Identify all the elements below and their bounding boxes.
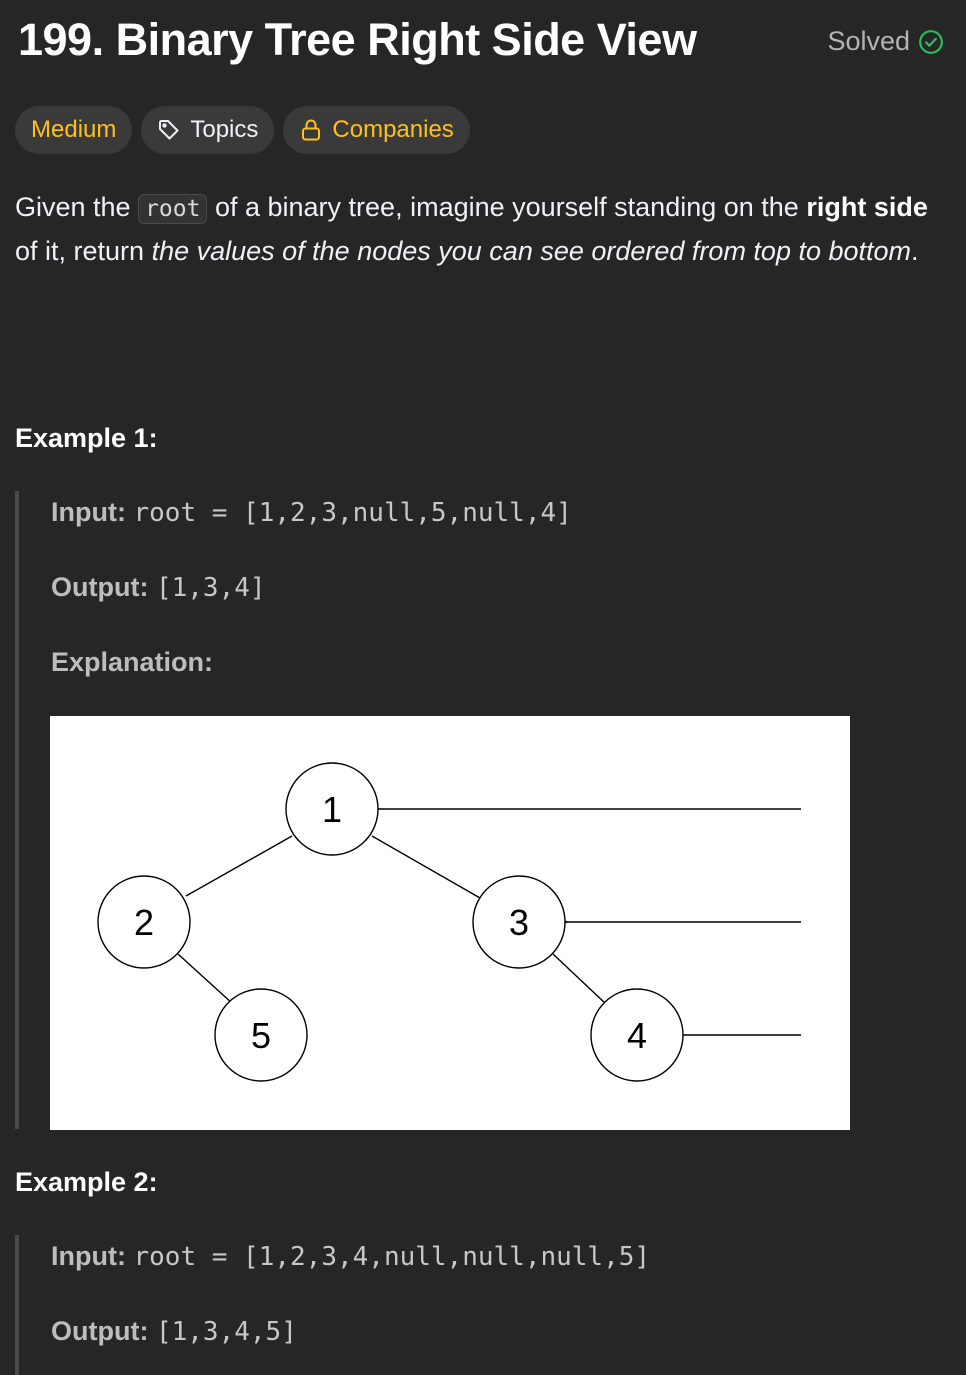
inline-code-root: root: [138, 194, 208, 224]
explanation-label: Explanation:: [51, 647, 214, 677]
lock-icon: [302, 119, 321, 141]
node-label-2: 2: [134, 902, 154, 943]
tree-diagram: 1 2 3 5 4: [50, 716, 850, 1130]
edge-1-2: [185, 835, 293, 897]
output-value: [1,3,4]: [155, 573, 266, 603]
difficulty-badge[interactable]: Medium: [15, 106, 133, 154]
output-value: [1,3,4,5]: [155, 1317, 297, 1347]
difficulty-label: Medium: [31, 116, 117, 143]
topics-button[interactable]: Topics: [141, 106, 275, 154]
input-label: Input:: [51, 497, 126, 527]
problem-title: 199. Binary Tree Right Side View: [18, 14, 697, 65]
tag-icon: [159, 120, 179, 140]
desc-bold: right side: [806, 192, 928, 222]
input-label: Input:: [51, 1241, 126, 1271]
edge-1-3: [371, 835, 481, 899]
example-1-block: [15, 491, 51, 1129]
topics-label: Topics: [190, 116, 259, 143]
tree-node-4: 4: [590, 988, 684, 1082]
problem-description: Given the root of a binary tree, imagine…: [15, 186, 945, 272]
tree-node-5: 5: [214, 988, 308, 1082]
tree-node-2: 2: [97, 875, 191, 969]
example-1-input: Input: root = [1,2,3,null,5,null,4]: [51, 497, 572, 528]
edge-3-4: [552, 953, 607, 1005]
example-2-input: Input: root = [1,2,3,4,null,null,null,5]: [51, 1241, 650, 1272]
tree-node-1: 1: [285, 762, 379, 856]
example-2-title: Example 2:: [15, 1167, 158, 1197]
companies-label: Companies: [332, 116, 454, 143]
example-2-output: Output: [1,3,4,5]: [51, 1316, 297, 1347]
output-label: Output:: [51, 1316, 149, 1346]
example-2-block: [15, 1235, 51, 1375]
edge-2-5: [177, 953, 234, 1005]
example-1-title: Example 1:: [15, 423, 158, 453]
desc-italic: the values of the nodes you can see orde…: [151, 236, 912, 266]
solved-status: Solved: [827, 26, 944, 57]
companies-button[interactable]: Companies: [283, 106, 470, 154]
input-value: root = [1,2,3,4,null,null,null,5]: [133, 1242, 651, 1272]
node-label-3: 3: [509, 902, 529, 943]
solved-label: Solved: [827, 26, 910, 56]
tree-svg: 1 2 3 5 4: [97, 762, 801, 1082]
node-label-4: 4: [627, 1015, 647, 1056]
desc-text-1: Given the: [15, 192, 139, 222]
node-label-1: 1: [322, 789, 342, 830]
desc-text-3: of it, return: [15, 236, 152, 266]
check-circle-icon: [919, 29, 943, 54]
tag-row: Medium Topics Companies: [15, 106, 470, 154]
node-label-5: 5: [251, 1015, 271, 1056]
tree-node-3: 3: [472, 875, 566, 969]
example-1-explanation: Explanation:: [51, 647, 213, 678]
input-value: root = [1,2,3,null,5,null,4]: [133, 498, 572, 528]
desc-text-4: .: [911, 236, 919, 266]
desc-text-2: of a binary tree, imagine yourself stand…: [207, 192, 807, 222]
output-label: Output:: [51, 572, 149, 602]
example-1-output: Output: [1,3,4]: [51, 572, 266, 603]
